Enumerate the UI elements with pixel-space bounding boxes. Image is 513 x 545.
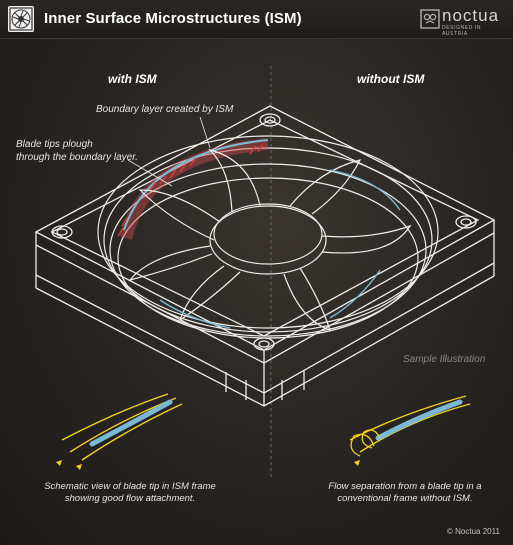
blade-tips-line-2: through the boundary layer. bbox=[16, 152, 138, 163]
sample-illustration-note: Sample Illustration bbox=[403, 354, 486, 365]
left-caption-line-1: Schematic view of blade tip in ISM frame bbox=[44, 481, 216, 492]
fan-rotor bbox=[128, 148, 412, 331]
logo-tagline: DESIGNED IN AUSTRIA bbox=[442, 25, 482, 37]
annotation-leaders bbox=[127, 116, 211, 187]
ism-flow-line bbox=[123, 139, 269, 231]
fan-shroud bbox=[97, 135, 439, 339]
blade-tips-line-1: Blade tips plough bbox=[16, 139, 93, 150]
flow-traces-right bbox=[159, 169, 401, 329]
page-title: Inner Surface Microstructures (ISM) bbox=[44, 10, 302, 27]
separated-flow-schematic bbox=[349, 395, 471, 466]
fan-icon bbox=[8, 6, 34, 32]
logo-wordmark: noctua bbox=[442, 6, 500, 25]
blade-tips-annotation: Blade tips plough through the boundary l… bbox=[16, 138, 166, 164]
right-caption-line-2: conventional frame without ISM. bbox=[337, 493, 473, 504]
blade-tip-marks bbox=[117, 143, 264, 237]
copyright-notice: © Noctua 2011 bbox=[447, 527, 500, 536]
left-caption-line-2: showing good flow attachment. bbox=[64, 493, 196, 504]
without-ism-heading: without ISM bbox=[357, 72, 425, 86]
attached-flow-schematic bbox=[56, 393, 183, 470]
noctua-logo: noctua DESIGNED IN AUSTRIA bbox=[420, 6, 508, 37]
right-caption-line-1: Flow separation from a blade tip in a bbox=[328, 481, 482, 492]
boundary-layer-annotation: Boundary layer created by ISM bbox=[96, 104, 234, 115]
with-ism-heading: with ISM bbox=[108, 72, 157, 86]
right-caption: Flow separation from a blade tip in a co… bbox=[312, 481, 498, 505]
left-caption: Schematic view of blade tip in ISM frame… bbox=[30, 481, 230, 505]
title-bar: Inner Surface Microstructures (ISM) noct… bbox=[0, 0, 513, 39]
